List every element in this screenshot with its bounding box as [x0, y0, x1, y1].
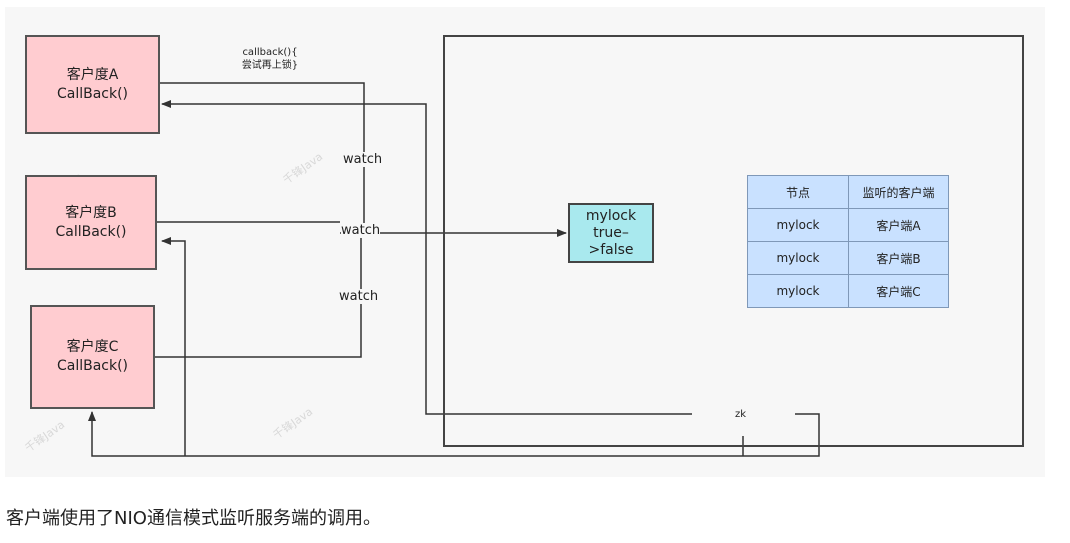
table-cell: mylock [747, 208, 849, 242]
watch-label-a: watch [343, 152, 383, 167]
client-b-name: 客户度B [65, 204, 117, 221]
watch-line-c [155, 234, 362, 358]
watch-line-a [160, 82, 365, 234]
table-row: mylock 客户端B [747, 241, 949, 275]
client-b-box: 客户度B CallBack() [25, 175, 157, 270]
zk-label: zk [735, 409, 747, 420]
table-header-cell: 节点 [747, 175, 849, 209]
table-row: mylock 客户端A [747, 208, 949, 242]
client-c-callback: CallBack() [56, 358, 129, 374]
caption-text: 客户端使用了NIO通信模式监听服务端的调用。 [6, 508, 381, 529]
mylock-node-line2: true– [593, 224, 629, 241]
watch-label-b: watch [341, 223, 381, 238]
table-cell: 客户端B [848, 241, 949, 275]
table-header-row: 节点 监听的客户端 [747, 175, 949, 209]
client-a-callback: CallBack() [56, 85, 129, 102]
mylock-node: mylock true– >false [568, 203, 654, 263]
client-c-box: 客户度C CallBack() [30, 305, 155, 409]
callback-line-to-b [161, 237, 186, 456]
zk-server-box [443, 35, 1024, 447]
table-cell: mylock [747, 241, 849, 275]
client-b-callback: CallBack() [55, 223, 127, 240]
table-header-cell: 监听的客户端 [848, 175, 949, 209]
callback-line-to-a [161, 100, 692, 415]
client-c-name: 客户度C [66, 339, 119, 355]
table-cell: 客户端A [848, 208, 949, 242]
watch-table: 节点 监听的客户端 mylock 客户端A mylock 客户端B mylock… [747, 175, 949, 308]
callback-note-line1: callback(){ [242, 47, 298, 58]
table-cell: 客户端C [848, 274, 949, 308]
callback-line-zk-right [88, 411, 820, 457]
callback-note-line2: 尝试再上锁} [241, 60, 299, 71]
watch-label-c: watch [339, 289, 379, 304]
client-a-name: 客户度A [66, 66, 119, 83]
callback-note: callback(){ 尝试再上锁} [220, 46, 320, 72]
mylock-node-line1: mylock [585, 207, 637, 224]
mylock-node-line3: >false [588, 241, 634, 258]
client-a-box: 客户度A CallBack() [25, 35, 160, 134]
table-row: mylock 客户端C [747, 274, 949, 308]
table-cell: mylock [747, 274, 849, 308]
